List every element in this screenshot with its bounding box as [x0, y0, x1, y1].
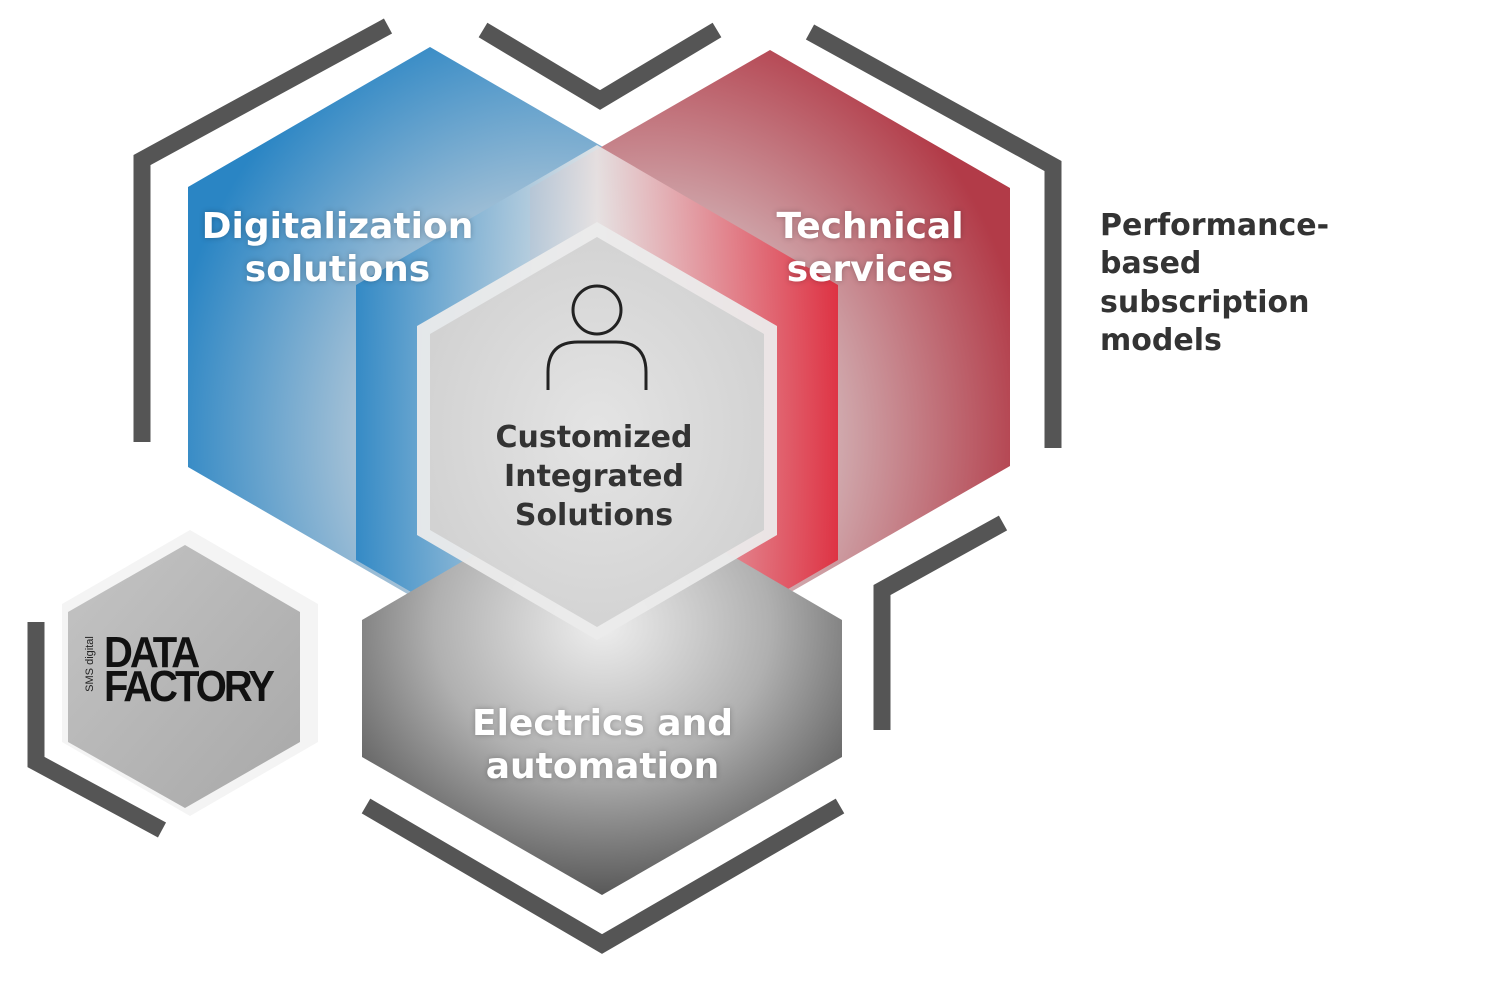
technical-line-1: Technical [776, 206, 964, 247]
electrics-hexagon [362, 480, 842, 895]
center-line-1: Customized [495, 420, 693, 455]
hexagon-frames [27, 18, 1062, 954]
center-hexagon [430, 237, 764, 627]
digitalization-line-1: Digitalization [201, 206, 474, 247]
electrics-label: Electrics and automation [460, 702, 745, 788]
technical-line-2: services [786, 249, 954, 291]
center-line-2: Integrated [504, 459, 684, 494]
data-factory-logo: SMS digital DATA FACTORY [84, 628, 278, 711]
center-line-3: Solutions [514, 498, 674, 533]
side-label: Performance- based subscription models [1100, 208, 1330, 359]
technical-services-label: Technical services [760, 205, 980, 291]
electrics-line-2: automation [485, 746, 720, 788]
logo-line-2: FACTORY [104, 662, 275, 711]
person-icon [546, 284, 648, 390]
center-label: Customized Integrated Solutions [480, 418, 708, 535]
logo-line-1: DATA [104, 628, 200, 677]
digitalization-line-2: solutions [244, 249, 431, 291]
electrics-line-1: Electrics and [472, 703, 733, 744]
data-factory-hexagon [68, 545, 300, 808]
logo-sub: SMS digital [83, 636, 96, 692]
digitalization-label: Digitalization solutions [200, 205, 475, 291]
